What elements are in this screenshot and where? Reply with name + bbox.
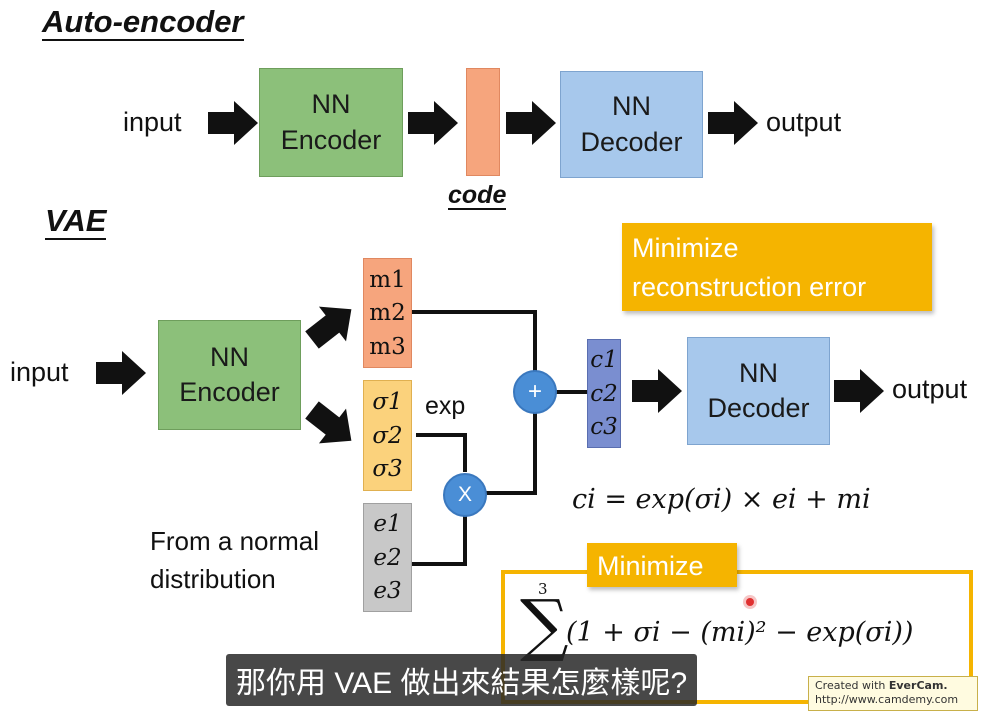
autoencoder-title: Auto-encoder xyxy=(42,4,244,41)
plus-operator: + xyxy=(513,370,557,414)
autoencoder-input-label: input xyxy=(123,107,182,137)
laser-pointer-icon xyxy=(743,595,757,609)
vae-arrow-to-sigma xyxy=(298,392,365,459)
e-vector-box: e1 e2 e3 xyxy=(363,503,412,612)
ae-code-bar xyxy=(466,68,500,176)
watermark-prefix: Created with xyxy=(815,679,889,692)
c2-value: c2 xyxy=(590,380,618,407)
ae-decoder-line2: Decoder xyxy=(580,126,683,157)
loss-formula-body: (1 + σi − (mi)² − exp(σi)) xyxy=(566,617,914,648)
vae-decoder-line1: NN xyxy=(739,357,778,388)
watermark-line1: Created with EverCam. xyxy=(815,679,971,693)
vae-arrow-input xyxy=(96,351,146,395)
e1-value: e1 xyxy=(373,511,402,538)
ae-encoder-line2: Encoder xyxy=(280,124,382,155)
vae-encoder-line1: NN xyxy=(210,341,249,372)
m1-value: m1 xyxy=(369,266,406,293)
watermark-url: http://www.camdemy.com xyxy=(815,693,959,707)
evercam-watermark[interactable]: Created with EverCam. http://www.camdemy… xyxy=(808,676,978,711)
subtitle-caption: 那你用 VAE 做出來結果怎麼樣呢? xyxy=(226,654,698,706)
line-m-to-plus xyxy=(412,310,537,372)
c-formula: ci = exp(σi) × ei + mi xyxy=(572,484,871,515)
reconstruction-note-line1: Minimize xyxy=(632,233,739,263)
normal-label-line2: distribution xyxy=(150,563,276,594)
e2-value: e2 xyxy=(373,544,402,571)
c1-value: c1 xyxy=(590,347,618,374)
vae-decoder-box: NN Decoder xyxy=(687,337,830,445)
e3-value: e3 xyxy=(373,577,402,604)
sigma3-value: σ3 xyxy=(372,456,403,483)
ae-arrow-input xyxy=(208,101,258,145)
vae-input-label: input xyxy=(10,357,69,387)
minimize-note: Minimize xyxy=(587,543,737,587)
sum-upper-limit: 3 xyxy=(538,580,548,598)
ae-arrow-encoder xyxy=(408,101,458,145)
vae-decoder-line2: Decoder xyxy=(707,393,810,423)
vae-encoder-box: NN Encoder xyxy=(158,320,301,430)
ae-encoder-box: NN Encoder xyxy=(259,68,403,177)
ae-code-label: code xyxy=(448,181,507,210)
vae-arrow-c xyxy=(632,369,682,413)
sigma2-value: σ2 xyxy=(372,422,403,449)
ae-encoder-line1: NN xyxy=(311,89,351,120)
ae-arrow-decoder xyxy=(708,101,758,145)
c-vector-box: c1 c2 c3 xyxy=(587,339,621,448)
vae-arrow-decoder xyxy=(834,369,884,413)
exp-label: exp xyxy=(425,392,466,420)
reconstruction-note: Minimize reconstruction error xyxy=(622,223,932,311)
vae-title: VAE xyxy=(45,203,107,240)
watermark-brand: EverCam. xyxy=(888,679,948,692)
line-sigma-to-times xyxy=(416,433,467,472)
sum-symbol: ∑ xyxy=(520,586,569,665)
vae-arrow-to-m xyxy=(298,291,365,358)
ae-decoder-line1: NN xyxy=(612,91,651,122)
vae-encoder-line2: Encoder xyxy=(179,377,280,407)
m2-value: m2 xyxy=(369,300,406,326)
normal-label-line1: From a normal xyxy=(150,526,320,556)
sigma1-value: σ1 xyxy=(372,388,403,415)
m-vector-box: m1 m2 m3 xyxy=(363,258,412,368)
vae-output-label: output xyxy=(892,374,968,404)
c3-value: c3 xyxy=(590,413,618,440)
sigma-vector-box: σ1 σ2 σ3 xyxy=(363,380,412,491)
line-times-to-plus xyxy=(484,412,537,495)
times-operator: X xyxy=(443,473,487,517)
ae-output-label: output xyxy=(766,107,842,137)
line-e-to-times xyxy=(412,510,467,566)
normal-distribution-label: From a normal distribution xyxy=(150,523,319,598)
ae-decoder-box: NN Decoder xyxy=(560,71,703,178)
m3-value: m3 xyxy=(369,333,406,360)
ae-arrow-code xyxy=(506,101,556,145)
reconstruction-note-line2: reconstruction error xyxy=(632,272,867,303)
